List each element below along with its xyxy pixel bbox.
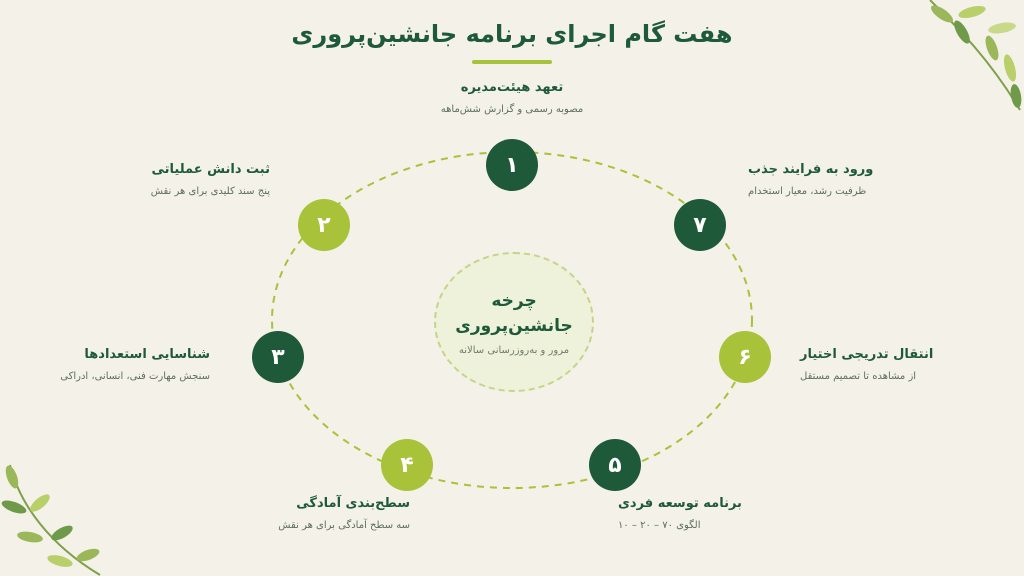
step-desc-4: سه سطح آمادگی برای هر نقش <box>278 520 410 531</box>
step-title-2: ثبت دانش عملیاتی <box>151 162 270 177</box>
step-title-6: انتقال تدریجی اختیار <box>800 347 934 362</box>
step-label-7: ورود به فرایند جذب ظرفیت رشد، معیار استخ… <box>748 162 918 197</box>
step-node-2: ۲ <box>298 199 350 251</box>
step-title-1: تعهد هیئت‌مدیره <box>460 80 564 95</box>
step-node-3: ۳ <box>252 331 304 383</box>
step-node-4: ۴ <box>381 439 433 491</box>
step-title-4: سطح‌بندی آمادگی <box>296 496 410 511</box>
step-label-3: شناسایی استعدادها سنجش مهارت فنی، انسانی… <box>20 347 210 382</box>
title-underline <box>472 60 552 64</box>
center-circle: چرخه جانشین‌پروری مرور و به‌روزرسانی سال… <box>434 252 594 392</box>
step-desc-1: مصوبه رسمی و گزارش شش‌ماهه <box>440 104 584 115</box>
step-label-4: سطح‌بندی آمادگی سه سطح آمادگی برای هر نق… <box>220 496 410 531</box>
step-label-1: تعهد هیئت‌مدیره مصوبه رسمی و گزارش شش‌ما… <box>362 80 662 115</box>
step-title-7: ورود به فرایند جذب <box>748 162 874 177</box>
step-title-5: برنامه توسعه فردی <box>618 496 742 511</box>
step-node-5: ۵ <box>589 439 641 491</box>
step-label-2: ثبت دانش عملیاتی پنج سند کلیدی برای هر ن… <box>80 162 270 197</box>
center-subtitle: مرور و به‌روزرسانی سالانه <box>458 344 570 356</box>
center-title-line2: جانشین‌پروری <box>455 315 573 336</box>
step-node-7: ۷ <box>674 199 726 251</box>
step-desc-6: از مشاهده تا تصمیم مستقل <box>800 371 917 382</box>
leaf-branch-top-right <box>929 0 1022 111</box>
step-title-3: شناسایی استعدادها <box>84 347 210 362</box>
step-node-1: ۱ <box>486 139 538 191</box>
page-title: هفت گام اجرای برنامه جانشین‌پروری <box>291 20 733 48</box>
step-node-6: ۶ <box>719 331 771 383</box>
leaf-branch-bottom-left <box>1 464 101 576</box>
step-label-6: انتقال تدریجی اختیار از مشاهده تا تصمیم … <box>800 347 970 382</box>
step-label-5: برنامه توسعه فردی الگوی ۷۰ – ۲۰ – ۱۰ <box>618 496 808 531</box>
step-desc-7: ظرفیت رشد، معیار استخدام <box>748 186 867 197</box>
step-desc-3: سنجش مهارت فنی، انسانی، ادراکی <box>60 371 210 382</box>
step-desc-5: الگوی ۷۰ – ۲۰ – ۱۰ <box>618 520 701 531</box>
center-title-line1: چرخه <box>491 290 537 311</box>
step-desc-2: پنج سند کلیدی برای هر نقش <box>150 186 270 197</box>
